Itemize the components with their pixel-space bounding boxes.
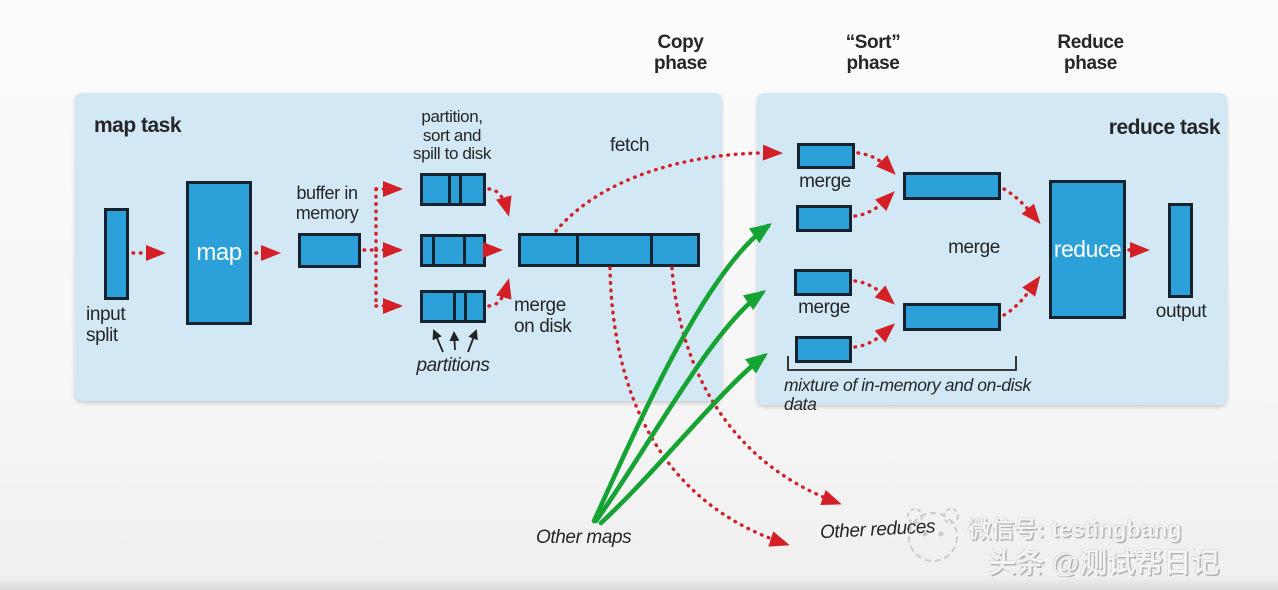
partition-divider — [453, 292, 456, 321]
reduce-box: reduce — [1049, 180, 1126, 319]
merge-label-top: merge — [799, 171, 851, 192]
partition-divider — [432, 236, 435, 265]
segment-divider — [576, 235, 579, 265]
reduce-medium-box-1 — [903, 172, 1001, 200]
reduce-medium-box-2 — [903, 303, 1001, 331]
output-box — [1168, 203, 1193, 298]
reduce-small-box-4 — [795, 336, 852, 363]
spill-box-2 — [420, 234, 486, 267]
reduce-small-box-3 — [794, 269, 852, 296]
map-box: map — [186, 181, 252, 325]
partition-divider — [459, 175, 462, 204]
bottom-gradient-strip — [0, 577, 1278, 590]
reduce-small-box-1 — [797, 143, 855, 169]
spill-to-disk-label: partition, sort and spill to disk — [413, 107, 491, 164]
buffer-in-memory-label: buffer in memory — [295, 183, 359, 223]
input-split-box — [104, 208, 129, 300]
fetch-label: fetch — [610, 135, 650, 156]
merge-on-disk-label: merge on disk — [514, 295, 572, 337]
other-maps-label: Other maps — [536, 527, 632, 548]
output-label: output — [1155, 301, 1207, 322]
reduce-small-box-2 — [796, 205, 852, 232]
copy-phase-label: Copy phase — [654, 32, 707, 74]
buffer-in-memory-box — [298, 233, 361, 268]
spill-box-3 — [420, 290, 486, 323]
partitions-label: partitions — [416, 355, 490, 376]
reduce-task-title: reduce task — [1108, 116, 1221, 139]
partition-divider — [464, 292, 467, 321]
partition-divider — [448, 175, 451, 204]
mixture-label: mixture of in-memory and on-disk data — [784, 375, 1031, 415]
watermark-line1: 微信号: testingbang — [968, 516, 1182, 542]
watermark-line2: 头条 @测试帮日记 — [988, 547, 1220, 578]
merge-on-disk-box — [518, 233, 700, 267]
segment-divider — [650, 235, 653, 265]
spill-box-1 — [420, 173, 486, 206]
sort-phase-label: “Sort” phase — [845, 32, 901, 74]
map-task-title: map task — [94, 114, 182, 137]
merge-label-bottom: merge — [798, 297, 850, 318]
merge-label-center: merge — [948, 237, 1000, 258]
other-reduces-label: Other reduces — [819, 516, 936, 544]
input-split-label: input split — [86, 304, 126, 346]
reduce-phase-label: Reduce phase — [1057, 32, 1124, 74]
partition-divider — [463, 236, 466, 265]
